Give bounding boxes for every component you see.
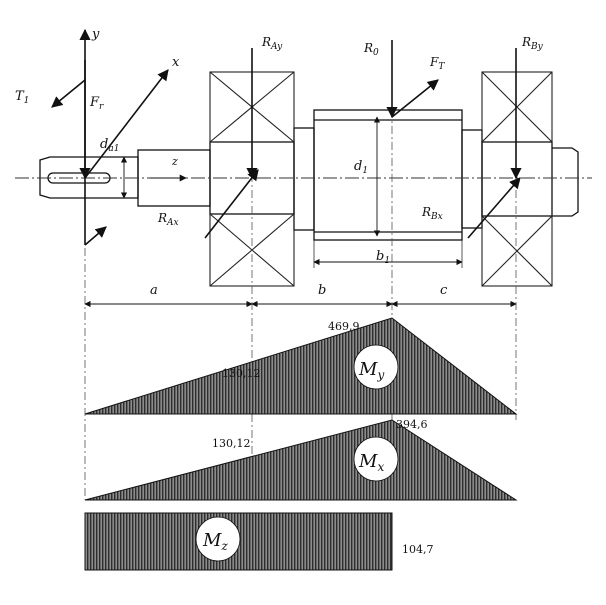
label-r0: R0 [363, 41, 379, 58]
label-mx: Mx [358, 451, 384, 474]
axes [51, 28, 522, 266]
reference-lines [84, 110, 517, 500]
label-rbx: RBx [421, 205, 443, 222]
collar-right [461, 129, 483, 229]
shaft [39, 109, 579, 241]
shaft-seat-b [481, 141, 553, 217]
value-mx-peak: 394,6 [396, 418, 428, 431]
label-dim-a: a [150, 283, 158, 298]
keyway [47, 172, 111, 184]
label-dim-b: b [318, 283, 326, 298]
label-my: My [358, 359, 384, 382]
bearing-b [481, 71, 553, 287]
label-b1: b1 [376, 249, 390, 266]
moment-diagram-my: My 469,9 130,12 [84, 317, 518, 415]
torque-t1-arrow-top [51, 79, 86, 108]
label-ray: RAy [261, 35, 283, 52]
label-dim-c: c [440, 283, 448, 298]
torque-t1-arrow-bottom [84, 226, 107, 246]
shaft-left-end [39, 156, 139, 199]
label-y-axis: y [91, 27, 100, 42]
force-rax-arrow [204, 169, 259, 239]
label-x-axis: x [172, 55, 180, 70]
label-fr: Fr [89, 95, 104, 112]
collar-left [293, 127, 315, 231]
label-da1: da1 [100, 137, 119, 154]
value-my-peak: 469,9 [328, 320, 360, 333]
label-d1: d1 [354, 159, 368, 176]
value-mz: 104,7 [402, 543, 434, 556]
force-rbx-arrow [467, 177, 521, 239]
value-my-a: 130,12 [222, 367, 261, 380]
label-mz: Mz [202, 530, 228, 553]
moment-diagram-mx: Mx 394,6 130,12 [84, 418, 518, 501]
moment-diagram-mz: Mz 104,7 [84, 512, 434, 571]
label-rax: RAx [157, 211, 179, 228]
label-z-axis: z [171, 155, 178, 168]
x-axis-line [84, 69, 169, 179]
label-ft: FT [429, 55, 445, 72]
shaft-right-end [552, 147, 579, 217]
label-rby: RBy [521, 35, 544, 52]
value-mx-a: 130,12 [212, 437, 251, 450]
force-ft-arrow [391, 79, 439, 118]
label-t1: T1 [15, 89, 29, 106]
